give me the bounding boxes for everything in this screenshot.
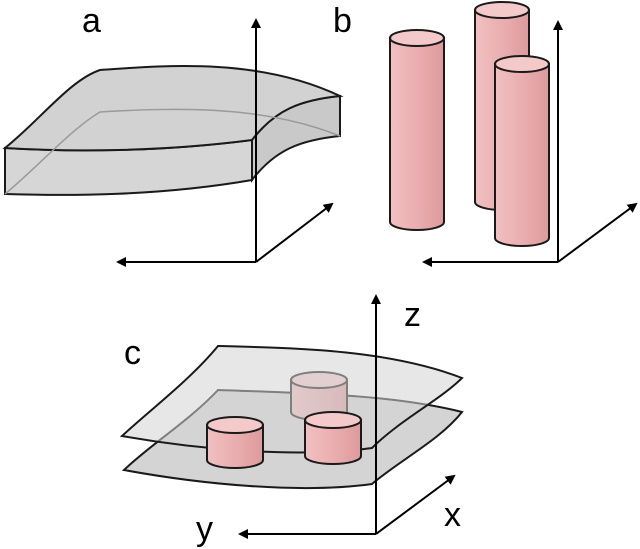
cylinder-front — [494, 55, 550, 247]
cylinder-c-left — [206, 416, 264, 469]
panel-a: a — [2, 2, 344, 267]
axes-c — [238, 294, 456, 539]
panel-a-label: a — [82, 2, 101, 40]
panel-b: b — [333, 1, 638, 267]
cylinder-c-right — [304, 411, 362, 465]
panel-b-label: b — [333, 2, 352, 40]
y-axis-label: y — [196, 510, 213, 548]
x-axis-arrow — [255, 202, 334, 263]
axes-a — [116, 18, 334, 267]
slab-hidden-edge — [4, 108, 341, 195]
x-axis-arrow — [375, 474, 456, 535]
x-axis-label: x — [444, 496, 461, 534]
cylinder-left — [389, 29, 445, 231]
membrane-slab — [2, 65, 344, 196]
axes-b — [422, 20, 638, 267]
x-axis-arrow — [557, 202, 638, 263]
panel-c-label: c — [124, 334, 141, 372]
z-axis-label: z — [404, 296, 421, 334]
panel-c: c z x y — [119, 294, 464, 548]
